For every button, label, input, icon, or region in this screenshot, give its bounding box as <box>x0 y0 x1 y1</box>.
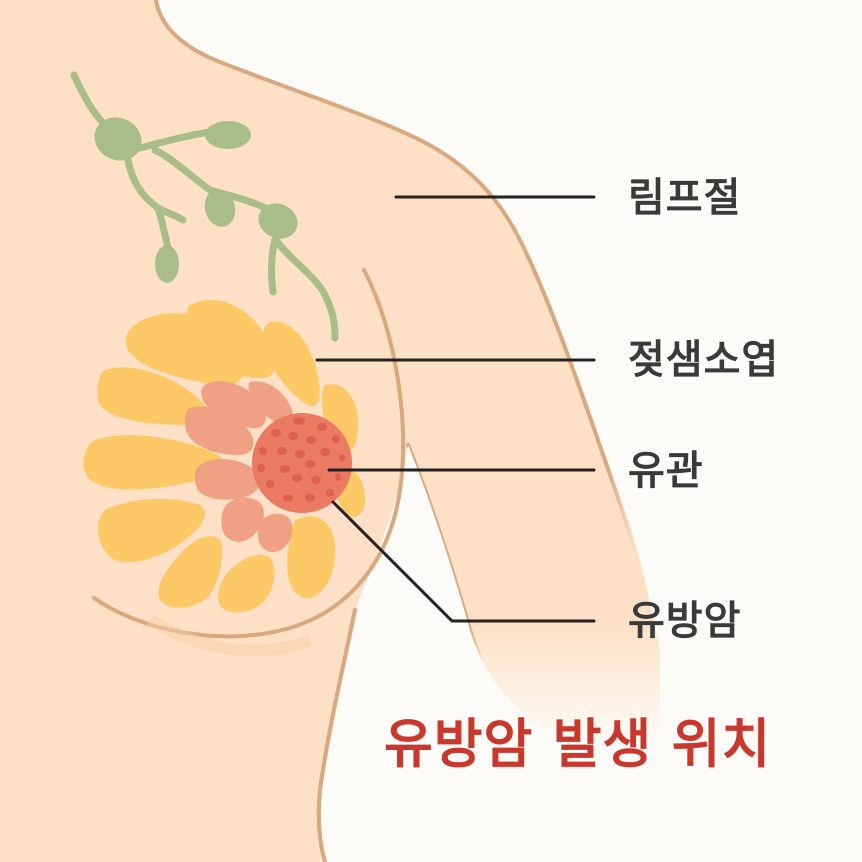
label-lymph-node: 림프절 <box>628 175 742 221</box>
label-breast-cancer: 유방암 <box>628 598 742 644</box>
label-lobule: 젖샘소엽 <box>628 337 780 383</box>
leader-lines <box>315 195 596 623</box>
leader-line-breast-cancer <box>331 500 596 623</box>
diagram-title: 유방암 발생 위치 <box>384 714 772 775</box>
label-duct: 유관 <box>628 448 704 494</box>
ducts <box>184 381 294 553</box>
tumor <box>252 413 352 513</box>
lymph-nodes <box>70 71 339 342</box>
lobules <box>83 299 365 613</box>
